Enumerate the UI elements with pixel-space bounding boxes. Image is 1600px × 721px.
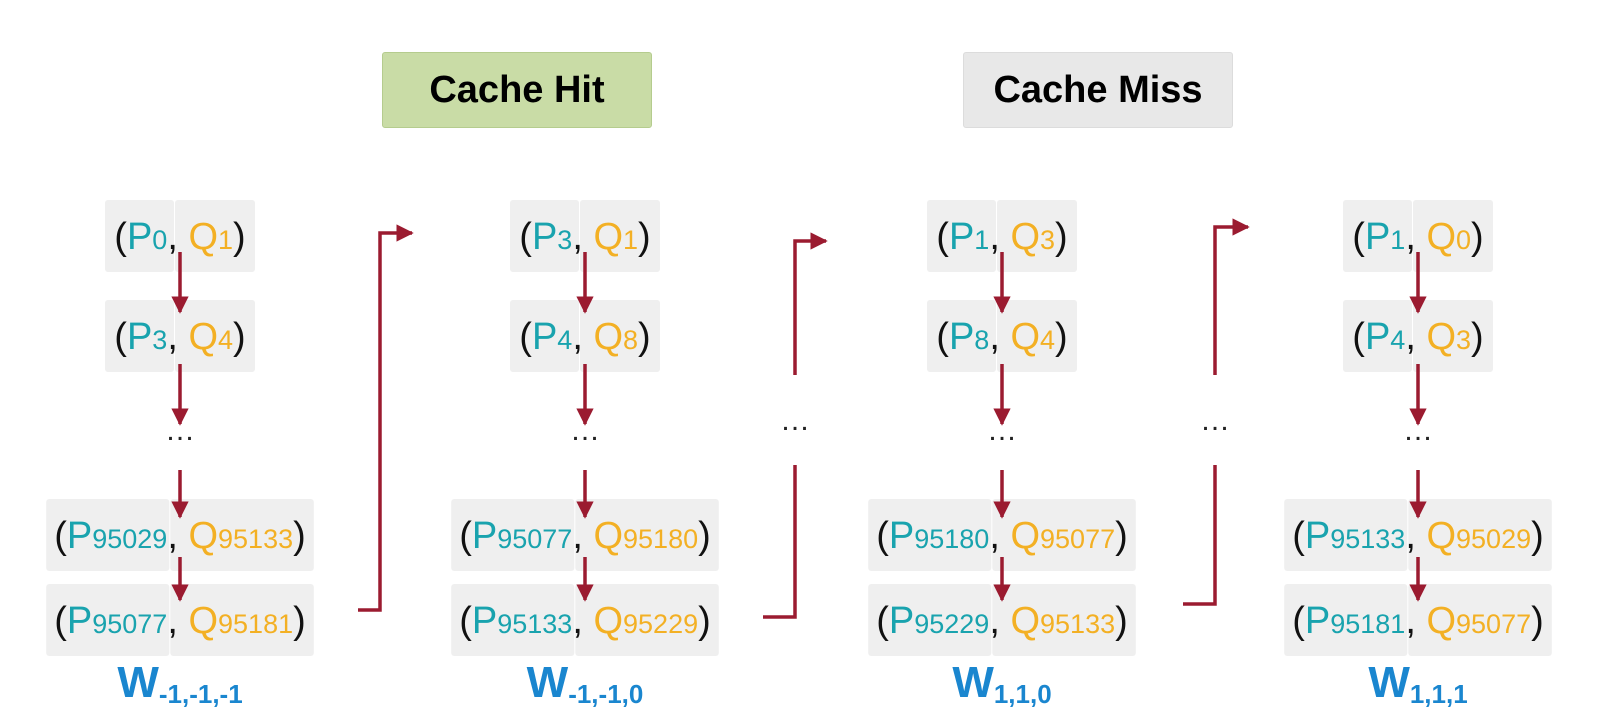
p-index: 4	[557, 325, 572, 355]
q-cell	[580, 200, 660, 272]
window-label: W1,1,0	[952, 658, 1051, 709]
ellipsis: …	[165, 414, 195, 447]
window-label: W-1,-1,-1	[117, 658, 242, 709]
window-label: W-1,-1,0	[527, 658, 644, 709]
p-index: 8	[974, 325, 989, 355]
q-index: 3	[1456, 325, 1471, 355]
p-index: 95133	[1330, 524, 1405, 554]
p-index: 3	[152, 325, 167, 355]
pair-label: (P95181, Q95077)	[1292, 600, 1544, 642]
q-index: 95133	[1040, 609, 1115, 639]
p-cell	[510, 300, 579, 372]
q-cell	[575, 584, 719, 656]
q-index: 1	[218, 225, 233, 255]
p-cell	[105, 300, 174, 372]
ellipsis: …	[1403, 414, 1433, 447]
p-cell	[510, 200, 579, 272]
p-cell	[105, 200, 174, 272]
p-cell	[1284, 499, 1408, 571]
q-index: 95133	[218, 524, 293, 554]
q-cell	[1408, 584, 1552, 656]
pair-label: (P95077, Q95181)	[54, 600, 306, 642]
q-index: 95077	[1040, 524, 1115, 554]
transition-arrow	[763, 465, 797, 619]
p-index: 0	[152, 225, 167, 255]
q-index: 95229	[623, 609, 698, 639]
q-cell	[175, 300, 255, 372]
q-cell	[175, 200, 255, 272]
q-index: 4	[1040, 325, 1055, 355]
q-cell	[992, 584, 1136, 656]
transition-arrow	[793, 232, 828, 375]
transition-arrow	[358, 224, 414, 612]
p-cell	[451, 584, 575, 656]
q-cell	[997, 200, 1077, 272]
ellipsis: …	[570, 414, 600, 447]
q-cell	[170, 584, 314, 656]
q-cell	[1408, 499, 1552, 571]
q-index: 0	[1456, 225, 1471, 255]
p-cell	[868, 499, 992, 571]
p-index: 95181	[1330, 609, 1405, 639]
pair-label: (P1, Q3)	[936, 216, 1067, 258]
pair-label: (P95180, Q95077)	[876, 515, 1128, 557]
p-cell	[1343, 300, 1412, 372]
p-cell	[868, 584, 992, 656]
q-index: 3	[1040, 225, 1055, 255]
pair-label: (P3, Q1)	[519, 216, 650, 258]
p-cell	[46, 584, 170, 656]
q-index: 95180	[623, 524, 698, 554]
p-index: 1	[974, 225, 989, 255]
pair-label: (P95029, Q95133)	[54, 515, 306, 557]
pair-label: (P8, Q4)	[936, 316, 1067, 358]
p-index: 4	[1390, 325, 1405, 355]
q-index: 1	[623, 225, 638, 255]
pair-label: (P0, Q1)	[114, 216, 245, 258]
p-index: 3	[557, 225, 572, 255]
q-cell	[170, 499, 314, 571]
transition-arrow	[1213, 218, 1250, 375]
transition-arrow	[1183, 465, 1217, 606]
q-cell	[575, 499, 719, 571]
pair-label: (P4, Q3)	[1352, 316, 1483, 358]
pair-label: (P3, Q4)	[114, 316, 245, 358]
cache-hit-label: Cache Hit	[382, 52, 652, 128]
q-cell	[992, 499, 1136, 571]
p-cell	[451, 499, 575, 571]
pair-label: (P95133, Q95029)	[1292, 515, 1544, 557]
p-index: 95077	[92, 609, 167, 639]
cache-miss-label: Cache Miss	[963, 52, 1233, 128]
p-index: 95133	[497, 609, 572, 639]
q-cell	[997, 300, 1077, 372]
p-index: 1	[1390, 225, 1405, 255]
q-index: 95029	[1456, 524, 1531, 554]
q-index: 95181	[218, 609, 293, 639]
ellipsis: …	[987, 414, 1017, 447]
q-index: 4	[218, 325, 233, 355]
ellipsis: …	[1200, 404, 1230, 437]
q-cell	[1413, 300, 1493, 372]
p-index: 95029	[92, 524, 167, 554]
q-index: 95077	[1456, 609, 1531, 639]
window-label: W1,1,1	[1368, 658, 1467, 709]
q-index: 8	[623, 325, 638, 355]
p-cell	[1284, 584, 1408, 656]
pair-label: (P95229, Q95133)	[876, 600, 1128, 642]
q-cell	[580, 300, 660, 372]
p-cell	[927, 300, 996, 372]
pair-label: (P1, Q0)	[1352, 216, 1483, 258]
p-index: 95180	[914, 524, 989, 554]
p-index: 95077	[497, 524, 572, 554]
pair-label: (P4, Q8)	[519, 316, 650, 358]
p-cell	[46, 499, 170, 571]
pair-label: (P95077, Q95180)	[459, 515, 711, 557]
p-cell	[1343, 200, 1412, 272]
p-cell	[927, 200, 996, 272]
q-cell	[1413, 200, 1493, 272]
ellipsis: …	[780, 404, 810, 437]
pair-label: (P95133, Q95229)	[459, 600, 711, 642]
p-index: 95229	[914, 609, 989, 639]
